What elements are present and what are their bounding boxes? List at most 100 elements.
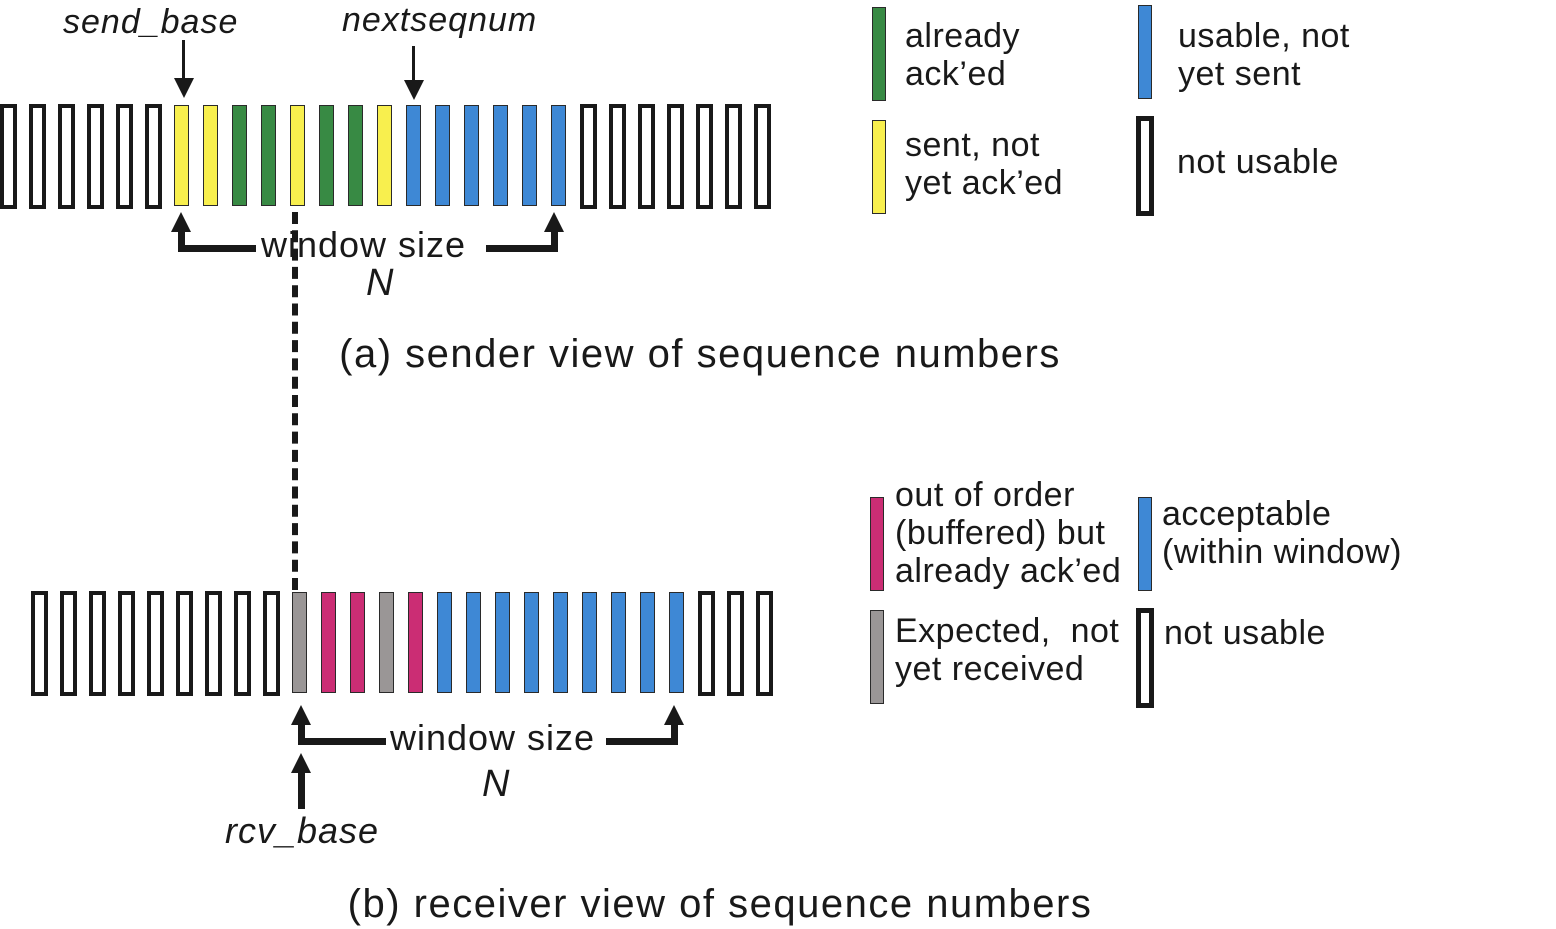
seq-slot-blue	[464, 105, 479, 206]
seq-slot-green	[232, 105, 247, 206]
seq-slot-blue	[437, 592, 452, 693]
seq-slot-not-usable	[118, 591, 135, 696]
seq-slot-not-usable	[638, 104, 655, 209]
nextseqnum-label: nextseqnum	[342, 1, 538, 39]
seq-slot-yellow	[377, 105, 392, 206]
send-base-label: send_base	[63, 3, 239, 41]
seq-slot-not-usable	[29, 104, 46, 209]
seq-slot-not-usable	[31, 591, 48, 696]
legend-text-line: Expected, not	[895, 612, 1120, 650]
bracket-line	[178, 245, 256, 252]
seq-slot-green	[261, 105, 276, 206]
seq-slot-blue	[553, 592, 568, 693]
rcv-base-label: rcv_base	[225, 810, 380, 851]
legend-swatch-not-usable	[1136, 116, 1154, 216]
legend-text-line: (buffered) but	[895, 514, 1106, 552]
seq-slot-not-usable	[727, 591, 744, 696]
legend-text-line: yet sent	[1178, 55, 1302, 93]
legend-text-line: (within window)	[1162, 533, 1402, 571]
seq-slot-blue	[406, 105, 421, 206]
seq-slot-not-usable	[116, 104, 133, 209]
legend-swatch-not-usable	[1136, 608, 1154, 708]
seq-slot-not-usable	[725, 104, 742, 209]
receiver-window-size-label: window size	[390, 717, 596, 758]
seq-slot-yellow	[290, 105, 305, 206]
seq-slot-blue	[582, 592, 597, 693]
arrow-head-up	[291, 753, 311, 773]
arrow-shaft	[182, 40, 185, 84]
legend-text-acceptable: acceptable(within window)	[1162, 495, 1402, 571]
legend-swatch-out-of-order	[870, 497, 884, 591]
legend-swatch-acceptable	[1138, 497, 1152, 591]
receiver-window-n-label: N	[482, 763, 510, 805]
legend-text-line: already	[905, 17, 1021, 55]
seq-slot-not-usable	[205, 591, 222, 696]
arrow-head-down	[404, 80, 424, 100]
seq-slot-not-usable	[87, 104, 104, 209]
arrow-shaft	[412, 46, 415, 86]
seq-slot-not-usable	[696, 104, 713, 209]
legend-text-line: yet ack’ed	[905, 164, 1064, 202]
seq-slot-blue	[524, 592, 539, 693]
seq-slot-blue	[640, 592, 655, 693]
seq-slot-green	[319, 105, 334, 206]
legend-text-not-usable: not usable	[1164, 614, 1326, 652]
seq-slot-gray	[292, 592, 307, 693]
arrow-head-up	[291, 705, 311, 725]
legend-text-not-usable: not usable	[1177, 143, 1339, 181]
seq-slot-green	[348, 105, 363, 206]
seq-slot-gray	[379, 592, 394, 693]
sender-window-n-label: N	[366, 262, 394, 304]
bracket-line	[606, 738, 678, 745]
seq-slot-magenta	[350, 592, 365, 693]
legend-swatch-sent-not-acked	[872, 120, 886, 214]
seq-slot-blue	[551, 105, 566, 206]
legend-text-line: not usable	[1164, 614, 1326, 652]
seq-slot-not-usable	[147, 591, 164, 696]
seq-slot-blue	[522, 105, 537, 206]
seq-slot-blue	[495, 592, 510, 693]
seq-slot-not-usable	[0, 104, 17, 209]
seq-slot-not-usable	[667, 104, 684, 209]
legend-text-line: yet received	[895, 650, 1085, 688]
seq-slot-magenta	[408, 592, 423, 693]
legend-text-line: sent, not	[905, 126, 1040, 164]
rcv-base-alignment-dashed-line	[292, 212, 298, 590]
legend-text-line: not usable	[1177, 143, 1339, 181]
seq-slot-yellow	[174, 105, 189, 206]
legend-text-line: already ack’ed	[895, 552, 1122, 590]
arrow-shaft	[298, 723, 305, 743]
arrow-head-up	[171, 212, 191, 232]
legend-swatch-usable-not-sent	[1138, 5, 1152, 99]
seq-slot-not-usable	[58, 104, 75, 209]
seq-slot-not-usable	[145, 104, 162, 209]
seq-slot-blue	[493, 105, 508, 206]
bracket-line	[486, 245, 558, 252]
seq-slot-not-usable	[756, 591, 773, 696]
seq-slot-not-usable	[698, 591, 715, 696]
legend-swatch-already-acked	[872, 7, 886, 101]
seq-slot-blue	[611, 592, 626, 693]
seq-slot-blue	[669, 592, 684, 693]
legend-text-line: usable, not	[1178, 17, 1350, 55]
arrow-shaft	[551, 230, 558, 252]
seq-slot-magenta	[321, 592, 336, 693]
legend-text-line: out of order	[895, 476, 1075, 514]
seq-slot-not-usable	[263, 591, 280, 696]
seq-slot-blue	[466, 592, 481, 693]
arrow-shaft	[671, 723, 678, 743]
seq-slot-not-usable	[609, 104, 626, 209]
seq-slot-not-usable	[234, 591, 251, 696]
seq-slot-not-usable	[176, 591, 193, 696]
seq-slot-not-usable	[754, 104, 771, 209]
seq-slot-not-usable	[60, 591, 77, 696]
seq-slot-yellow	[203, 105, 218, 206]
arrow-head-down	[174, 78, 194, 98]
legend-text-line: ack’ed	[905, 55, 1007, 93]
arrow-head-up	[544, 212, 564, 232]
